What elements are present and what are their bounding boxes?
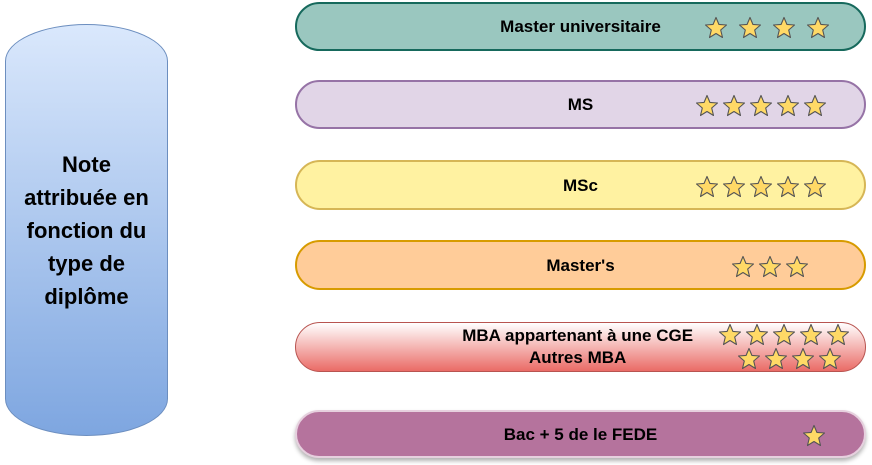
star-icon xyxy=(803,175,827,199)
star-icon xyxy=(764,347,788,371)
star-rating-secondary xyxy=(737,347,842,371)
star-icon xyxy=(737,347,761,371)
star-rating xyxy=(695,94,827,118)
star-rating xyxy=(695,175,827,199)
star-icon xyxy=(806,16,830,40)
star-icon xyxy=(818,347,842,371)
star-icon xyxy=(722,175,746,199)
diploma-type-note-shape: Note attribuée en fonction du type de di… xyxy=(5,24,168,436)
row-label: MBA appartenant à une CGE xyxy=(462,326,694,345)
star-icon xyxy=(749,175,773,199)
star-icon xyxy=(758,255,782,279)
row-label-secondary: Autres MBA xyxy=(528,348,627,367)
row-label: MSc xyxy=(563,176,598,195)
left-label: Note attribuée en fonction du type de di… xyxy=(24,151,149,309)
star-rating xyxy=(802,424,826,448)
star-icon xyxy=(772,16,796,40)
star-rating xyxy=(731,255,809,279)
row-label: Master's xyxy=(546,256,615,275)
star-icon xyxy=(704,16,728,40)
star-icon xyxy=(776,175,800,199)
star-icon xyxy=(738,16,762,40)
star-icon xyxy=(803,94,827,118)
star-icon xyxy=(826,323,850,347)
star-icon xyxy=(749,94,773,118)
row-label: Master universitaire xyxy=(500,17,661,36)
star-icon xyxy=(695,175,719,199)
row-label: Bac + 5 de le FEDE xyxy=(503,425,658,444)
star-icon xyxy=(799,323,823,347)
row-label: MS xyxy=(567,95,594,114)
star-icon xyxy=(772,323,796,347)
row-bac-5-fede: Bac + 5 de le FEDE xyxy=(295,410,866,458)
row-mba: MBA appartenant à une CGE Autres MBA xyxy=(295,322,866,372)
star-icon xyxy=(718,323,742,347)
row-ms: MS xyxy=(295,80,866,129)
star-rating xyxy=(704,16,830,40)
star-icon xyxy=(695,94,719,118)
row-master-universitaire: Master universitaire xyxy=(295,2,866,51)
star-icon xyxy=(791,347,815,371)
star-icon xyxy=(731,255,755,279)
star-icon xyxy=(745,323,769,347)
star-rating xyxy=(718,323,850,347)
star-icon xyxy=(802,424,826,448)
star-icon xyxy=(722,94,746,118)
row-masters: Master's xyxy=(295,240,866,290)
star-icon xyxy=(785,255,809,279)
star-icon xyxy=(776,94,800,118)
row-msc: MSc xyxy=(295,160,866,210)
